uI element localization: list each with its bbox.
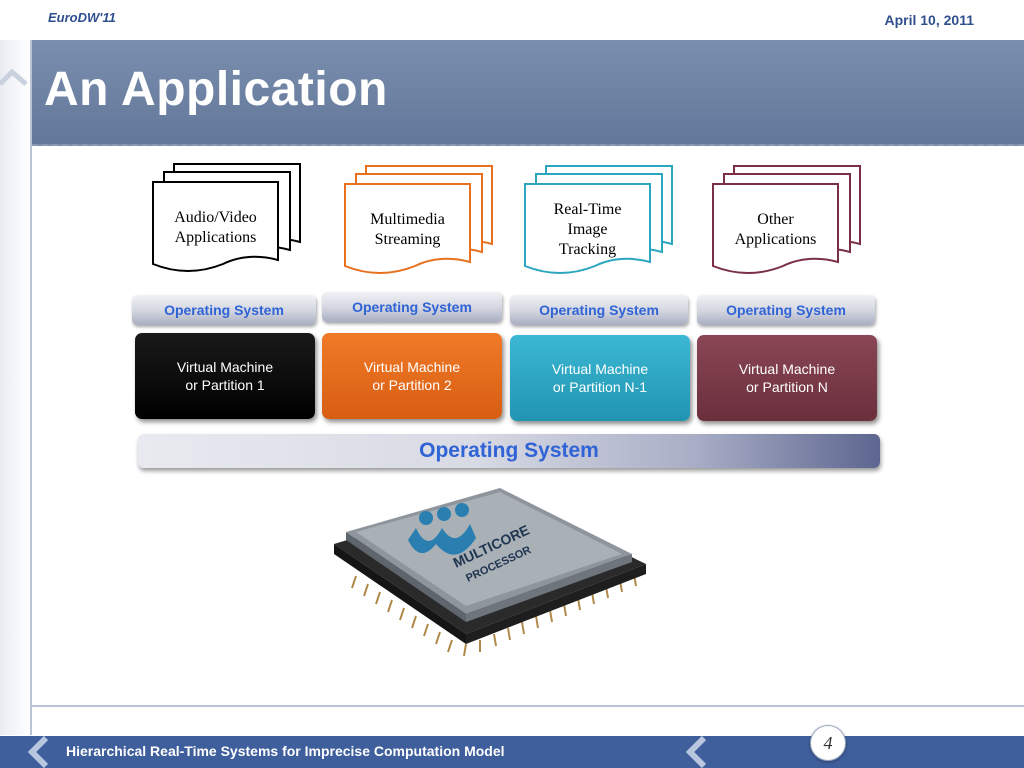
title-band: [32, 40, 1024, 146]
document-label: Other Applications: [734, 211, 817, 248]
page-number: 4: [810, 725, 846, 761]
guest-os-bar-2: Operating System: [322, 292, 502, 322]
document-stack-other: Other Applications: [710, 164, 880, 284]
footer-divider: [32, 705, 1024, 707]
footer-bar: [0, 736, 1024, 768]
chevron-left-icon[interactable]: [680, 736, 710, 768]
date-label: April 10, 2011: [884, 12, 974, 28]
guest-os-bar-4: Operating System: [697, 295, 875, 325]
vm-partition-2: Virtual Machine or Partition 2: [322, 333, 502, 419]
slide-title: An Application: [44, 63, 388, 116]
left-page-edge: [0, 40, 32, 735]
vm-partition-n: Virtual Machine or Partition N: [697, 335, 877, 421]
footer-title: Hierarchical Real-Time Systems for Impre…: [66, 743, 505, 759]
document-stack-image-tracking: Real-Time Image Tracking: [522, 164, 692, 284]
document-label: Real-Time Image Tracking: [553, 201, 622, 258]
host-os-bar: Operating System: [138, 434, 880, 468]
document-stack-multimedia: Multimedia Streaming: [342, 164, 512, 284]
chevron-left-icon[interactable]: [22, 736, 52, 768]
vm-partition-n-1: Virtual Machine or Partition N-1: [510, 335, 690, 421]
multicore-processor-image: MULTICORE PROCESSOR: [316, 484, 670, 706]
document-label: Multimedia Streaming: [370, 211, 445, 248]
guest-os-bar-1: Operating System: [132, 295, 316, 325]
document-stack-audio-video: Audio/Video Applications: [150, 162, 320, 282]
conference-label: EuroDW'11: [48, 10, 116, 25]
vm-partition-1: Virtual Machine or Partition 1: [135, 333, 315, 419]
document-label: Audio/Video Applications: [174, 209, 257, 246]
guest-os-bar-3: Operating System: [510, 295, 688, 325]
chevron-up-icon: [0, 68, 28, 86]
